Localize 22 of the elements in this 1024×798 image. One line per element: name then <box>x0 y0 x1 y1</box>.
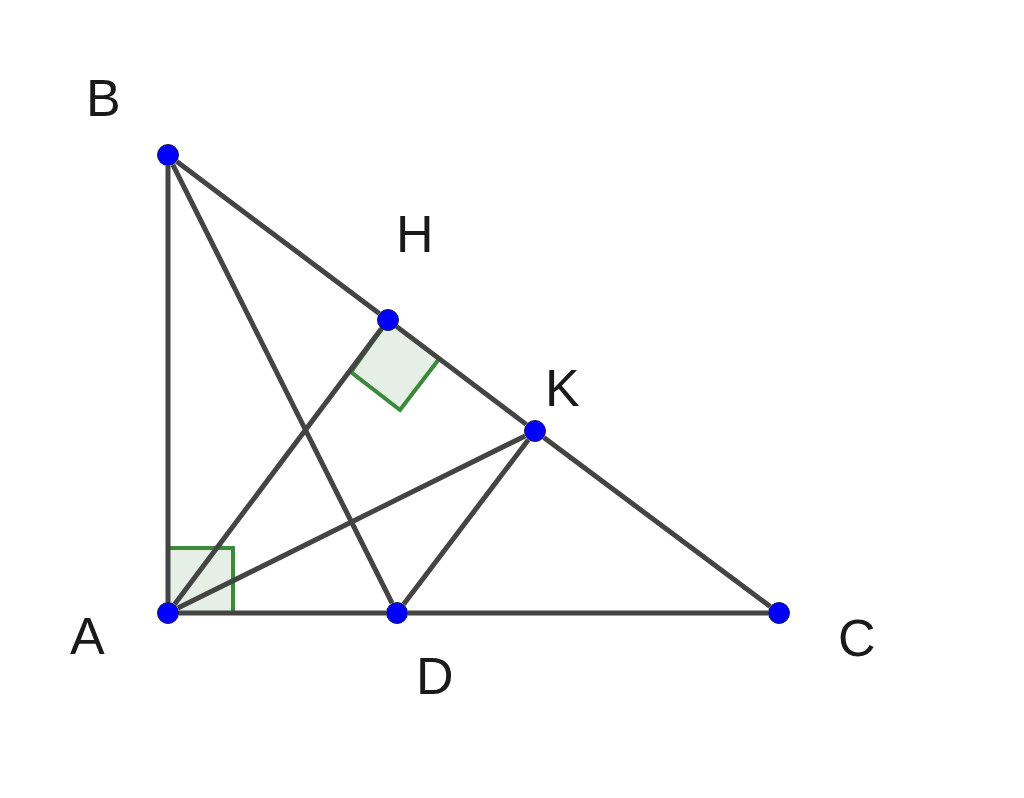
line-segment <box>408 610 768 616</box>
line-segment <box>175 159 381 316</box>
point-marker <box>157 602 179 624</box>
line-segment <box>401 438 531 606</box>
line-segment <box>542 435 772 609</box>
point-marker <box>768 602 790 624</box>
line-segment <box>395 324 528 427</box>
point-marker <box>524 420 546 442</box>
point-marker <box>386 602 408 624</box>
point-label: H <box>396 208 434 260</box>
point-label: C <box>838 612 876 664</box>
line-segment <box>170 163 395 605</box>
line-segment <box>176 433 527 611</box>
line-segment <box>165 166 171 602</box>
point-label: K <box>545 362 580 414</box>
point-marker <box>157 144 179 166</box>
point-label: A <box>70 610 105 662</box>
line-segment <box>179 610 386 616</box>
point-marker <box>377 309 399 331</box>
point-label: D <box>416 650 454 702</box>
point-label: B <box>86 72 121 124</box>
line-segment <box>172 327 384 606</box>
